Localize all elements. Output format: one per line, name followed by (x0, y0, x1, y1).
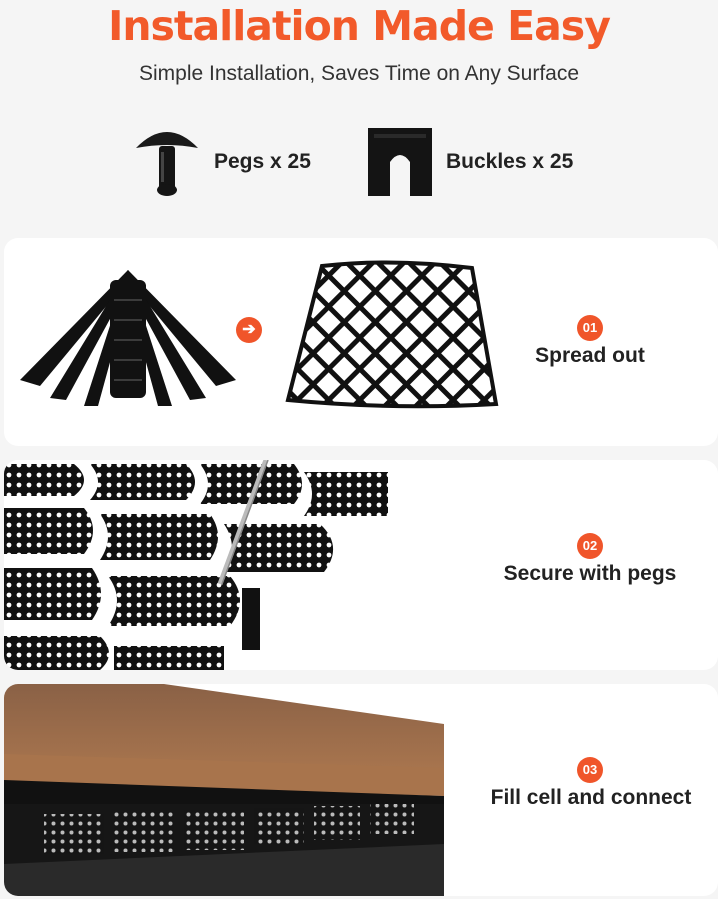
accessory-buckles: Buckles x 25 (364, 122, 573, 202)
step-number-badge-2: 02 (577, 533, 603, 559)
arrow-right-icon: ➔ (236, 317, 262, 343)
step-number-badge-3: 03 (577, 757, 603, 783)
step-label-3: Fill cell and connect (490, 786, 692, 809)
soil-filled-geocell-image (4, 684, 454, 896)
step-label-1: Spread out (535, 344, 645, 367)
buckle-icon (364, 122, 436, 202)
geocell-pegging-image (4, 460, 394, 670)
step-number-badge-1: 01 (577, 315, 603, 341)
page-title: Installation Made Easy (108, 2, 611, 50)
peg-icon (130, 122, 204, 202)
folded-geocell-image (10, 260, 246, 410)
step-card-2: 02 Secure with pegs (4, 460, 718, 670)
accessory-pegs: Pegs x 25 (130, 122, 311, 202)
accessory-pegs-label: Pegs x 25 (214, 150, 311, 173)
expanded-geocell-image (282, 260, 502, 410)
step-card-1: ➔ 01 Spread out (4, 238, 718, 446)
page-subtitle: Simple Installation, Saves Time on Any S… (138, 62, 580, 85)
step-card-3: 03 Fill cell and connect (4, 684, 718, 896)
step-label-2: Secure with pegs (503, 562, 677, 585)
accessory-buckles-label: Buckles x 25 (446, 150, 574, 173)
